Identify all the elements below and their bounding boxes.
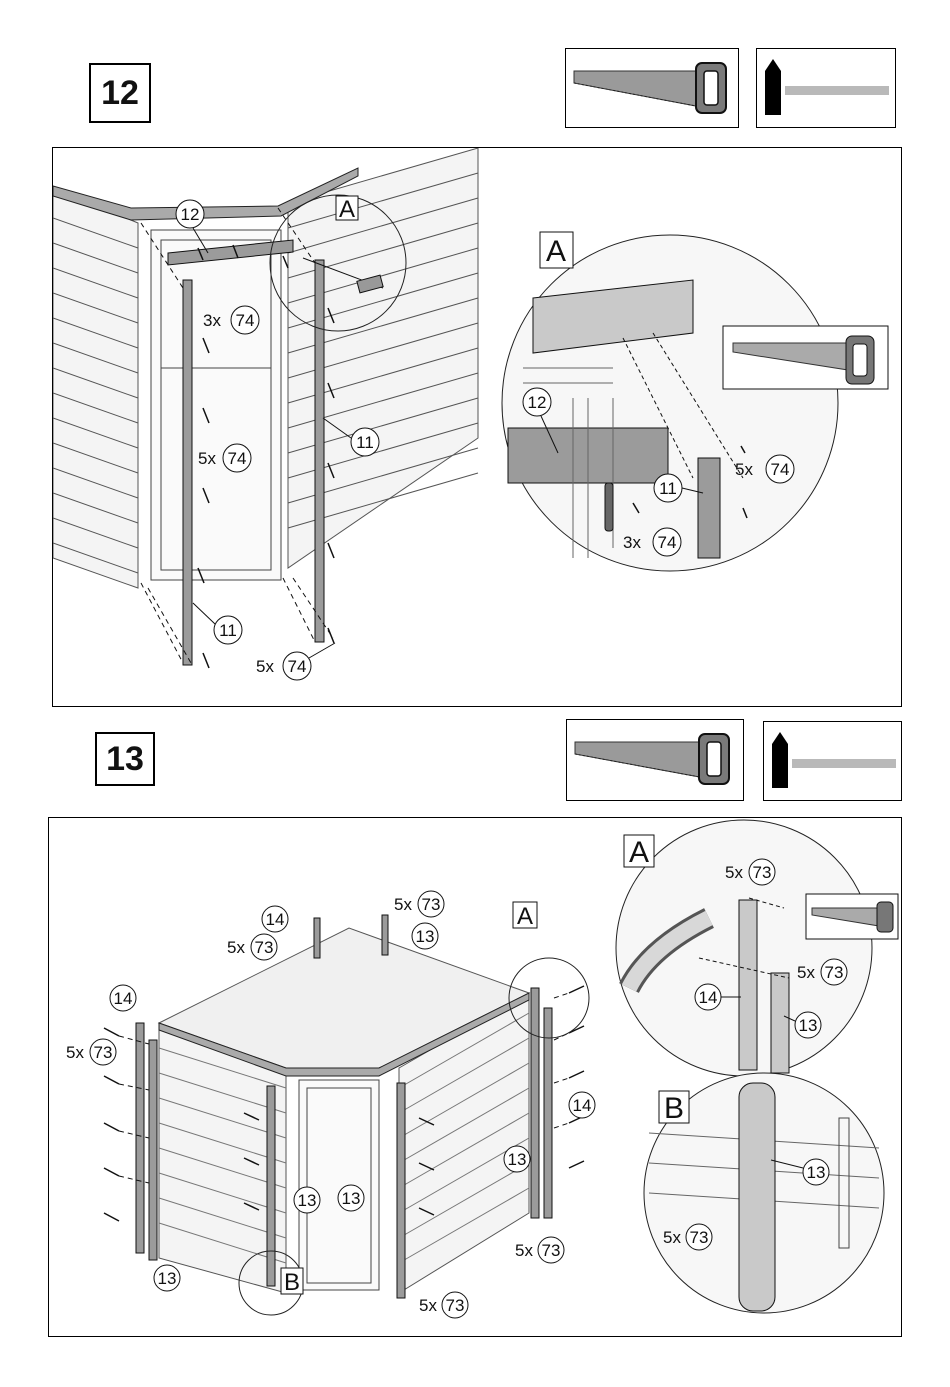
tool-hammer-box	[763, 721, 902, 801]
svg-text:11: 11	[659, 479, 677, 498]
svg-text:12: 12	[528, 393, 547, 412]
svg-text:11: 11	[219, 621, 237, 640]
svg-text:5x: 5x	[735, 460, 753, 479]
tool-hammer-box	[756, 48, 896, 128]
svg-text:5x: 5x	[394, 895, 412, 914]
svg-text:13: 13	[799, 1016, 818, 1035]
svg-text:5x: 5x	[66, 1043, 84, 1062]
svg-text:13: 13	[298, 1191, 317, 1210]
svg-text:5x: 5x	[725, 863, 743, 882]
post-left	[183, 280, 192, 665]
callout-right-13: 13	[504, 1146, 530, 1172]
svg-text:73: 73	[94, 1043, 113, 1062]
svg-text:5x: 5x	[198, 449, 216, 468]
detail-a-label: A	[624, 835, 654, 869]
svg-text:B: B	[664, 1092, 684, 1125]
svg-text:14: 14	[114, 989, 133, 1008]
svg-text:74: 74	[771, 460, 790, 479]
callout-top-5x73: 5x 73	[227, 934, 277, 960]
zoom-detail-a	[502, 235, 888, 571]
svg-text:73: 73	[690, 1228, 709, 1247]
svg-text:5x: 5x	[797, 963, 815, 982]
callout-detail-a: A	[336, 196, 358, 223]
svg-text:73: 73	[255, 938, 274, 957]
step13-panel: 14 5x 73 5x 73 13 A 14 5x 73	[48, 817, 902, 1337]
svg-text:73: 73	[825, 963, 844, 982]
svg-text:13: 13	[342, 1189, 361, 1208]
callout-top-right-5x73: 5x 73	[394, 891, 444, 917]
svg-text:3x: 3x	[623, 533, 641, 552]
step-number-text: 13	[106, 740, 144, 779]
svg-text:13: 13	[807, 1163, 826, 1182]
step-number-13: 13	[95, 732, 155, 786]
detail-a-label: A	[540, 232, 573, 268]
callout-left-5x73: 5x 73	[66, 1039, 116, 1065]
svg-text:5x: 5x	[515, 1241, 533, 1260]
callout-left-14: 14	[110, 985, 136, 1011]
svg-text:5x: 5x	[663, 1228, 681, 1247]
tool-saw-box	[565, 48, 739, 128]
svg-text:74: 74	[236, 311, 255, 330]
svg-text:14: 14	[266, 910, 285, 929]
callout-bottom-door-5x73: 5x 73	[419, 1292, 468, 1318]
svg-text:12: 12	[181, 205, 200, 224]
callout-right-14: 14	[569, 1092, 595, 1118]
svg-text:5x: 5x	[419, 1296, 437, 1315]
callout-door-right-13: 13	[338, 1185, 364, 1211]
callout-top-13: 13	[412, 923, 438, 949]
callout-marker-b: B	[281, 1268, 303, 1296]
svg-text:A: A	[629, 836, 649, 869]
svg-text:13: 13	[416, 927, 435, 946]
svg-text:73: 73	[422, 895, 441, 914]
svg-text:74: 74	[228, 449, 247, 468]
callout-nails-bottom: 5x 74	[256, 643, 335, 680]
callout-marker-a: A	[513, 902, 537, 930]
svg-text:3x: 3x	[203, 311, 221, 330]
wall-siding-left	[53, 188, 138, 588]
svg-text:73: 73	[753, 863, 772, 882]
callout-door-left-13: 13	[294, 1187, 320, 1213]
svg-text:A: A	[339, 196, 355, 223]
step-number-text: 12	[101, 74, 139, 113]
tool-saw-box	[566, 719, 744, 801]
svg-text:74: 74	[288, 657, 307, 676]
detail-b-label: B	[659, 1091, 689, 1125]
svg-text:A: A	[546, 235, 566, 268]
callout-bottom-right-5x73: 5x 73	[515, 1237, 564, 1263]
svg-text:B: B	[284, 1269, 300, 1296]
hammer-icon	[757, 49, 895, 127]
svg-text:13: 13	[508, 1150, 527, 1169]
svg-text:5x: 5x	[256, 657, 274, 676]
svg-text:73: 73	[542, 1241, 561, 1260]
svg-text:A: A	[517, 903, 533, 930]
step-number-12: 12	[89, 63, 151, 123]
post-right	[315, 260, 324, 642]
step12-illustration: 12 3x 74 5x 74 11 11 5x 74	[53, 148, 901, 706]
saw-icon	[567, 720, 743, 800]
svg-text:13: 13	[158, 1269, 177, 1288]
step13-illustration: 14 5x 73 5x 73 13 A 14 5x 73	[49, 818, 901, 1336]
callout-bottom-left-13: 13	[154, 1265, 180, 1291]
callout-top-14: 14	[262, 906, 288, 932]
saw-icon	[566, 49, 738, 127]
svg-text:74: 74	[658, 533, 677, 552]
hammer-icon	[764, 722, 901, 800]
callout-post-left: 11	[193, 603, 242, 644]
zoom-detail-a	[616, 820, 898, 1076]
svg-text:73: 73	[446, 1296, 465, 1315]
svg-text:5x: 5x	[227, 938, 245, 957]
door-frame	[151, 230, 281, 580]
step12-panel: 12 3x 74 5x 74 11 11 5x 74	[52, 147, 902, 707]
svg-text:14: 14	[573, 1096, 592, 1115]
svg-text:14: 14	[699, 988, 718, 1007]
svg-text:11: 11	[356, 433, 374, 452]
shed-body	[159, 928, 529, 1293]
